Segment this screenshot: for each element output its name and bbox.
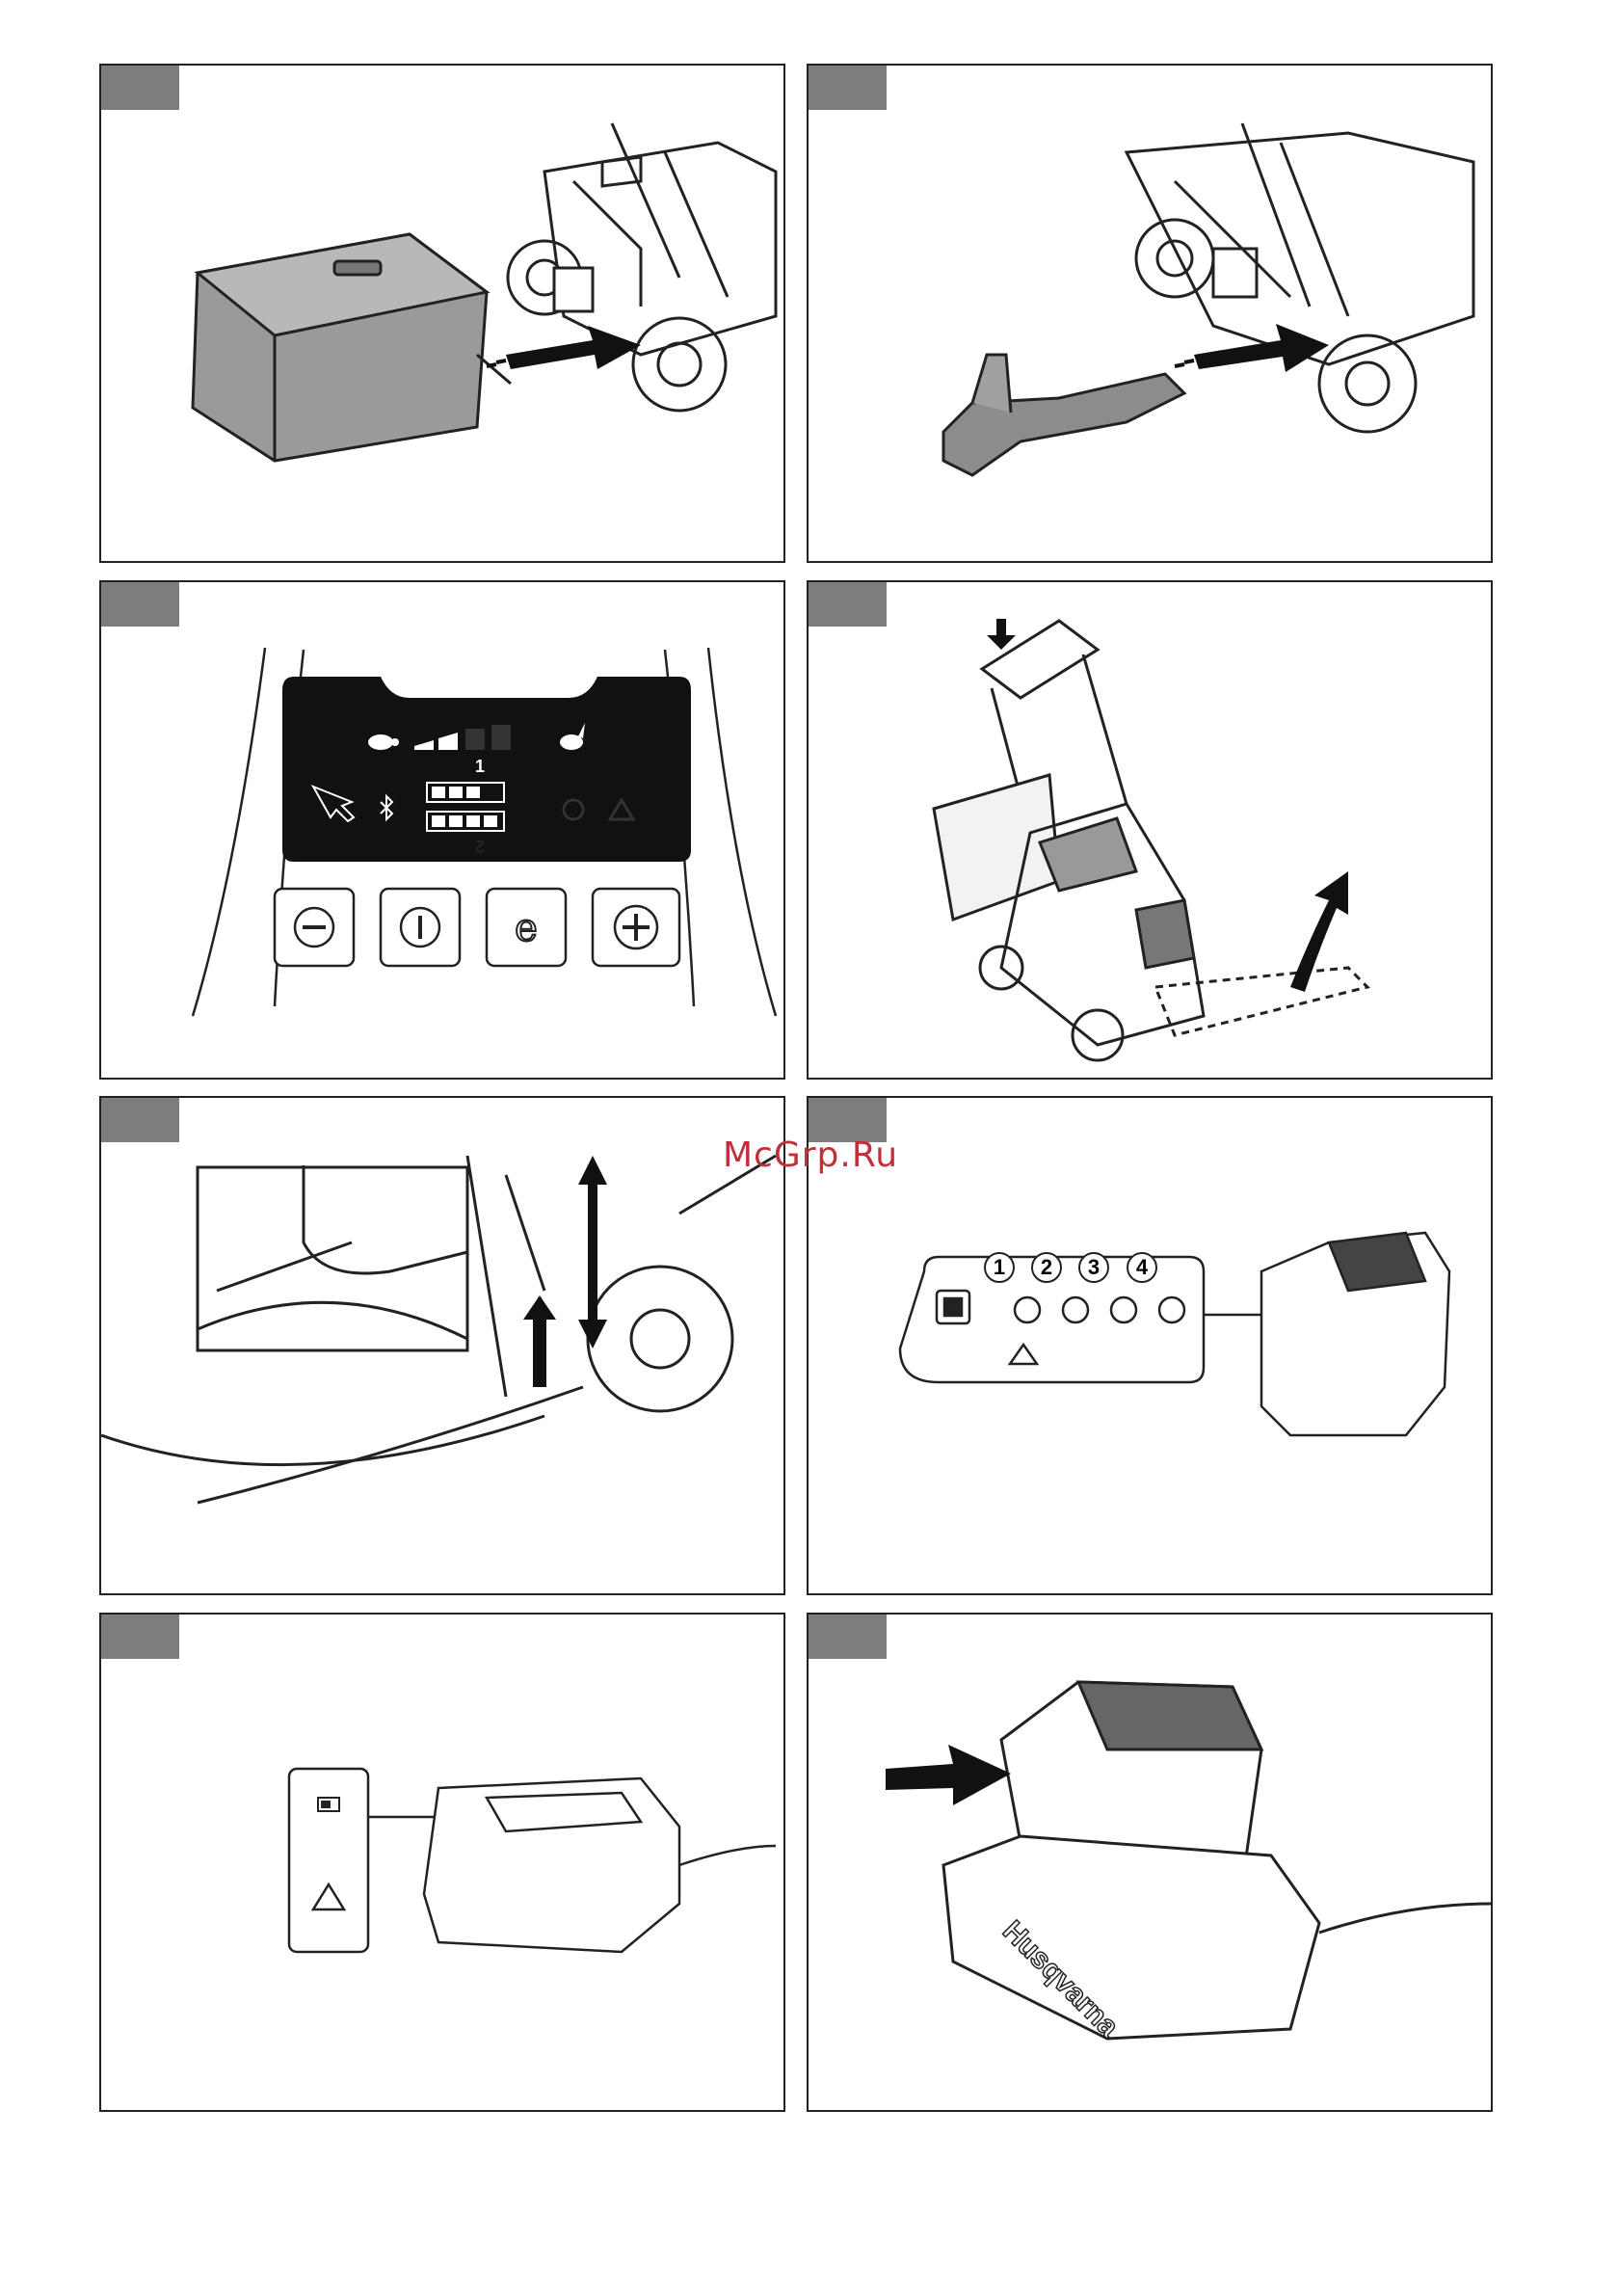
arrow-icon xyxy=(523,1295,556,1387)
watermark: McGrp.Ru xyxy=(723,1135,898,1175)
mulch-plug-illustration xyxy=(809,66,1493,563)
speed-bar-4 xyxy=(491,725,511,750)
panel-mower-handle xyxy=(807,580,1493,1080)
arrow-icon xyxy=(487,326,641,369)
mode-label-1: 1 xyxy=(475,757,485,776)
grass-bag-illustration xyxy=(101,66,785,563)
battery-charger-illustration: Husqvarna xyxy=(809,1615,1493,2112)
cutting-height-illustration xyxy=(101,1098,785,1595)
indicator-label-2: 2 xyxy=(1041,1255,1052,1279)
panel-battery-charging: Husqvarna xyxy=(807,1613,1493,2112)
svg-text:e: e xyxy=(515,906,538,950)
speed-bar-3 xyxy=(465,729,485,750)
panel-battery-indicators: 1 2 3 4 xyxy=(807,1096,1493,1595)
control-panel-illustration: 1 2 e xyxy=(101,582,785,1080)
mode-label-2: 2 xyxy=(475,837,485,856)
display-screen xyxy=(282,677,691,862)
arrow-icon xyxy=(1290,871,1348,992)
panel-grass-bag xyxy=(99,64,785,563)
warning-icon xyxy=(313,1884,344,1909)
battery-illustration: 1 2 3 4 xyxy=(809,1098,1493,1595)
panel-control-display: 1 2 e xyxy=(99,580,785,1080)
panel-charger-indicators xyxy=(99,1613,785,2112)
arrow-icon xyxy=(578,1156,607,1348)
panel-cutting-height xyxy=(99,1096,785,1595)
arrow-icon xyxy=(886,1745,1011,1805)
indicator-label-1: 1 xyxy=(994,1255,1005,1279)
battery-icon xyxy=(318,1798,339,1811)
mower-handle-illustration xyxy=(809,582,1493,1080)
panel-mulch-plug xyxy=(807,64,1493,563)
arrow-icon xyxy=(987,619,1016,650)
indicator-label-4: 4 xyxy=(1136,1255,1149,1279)
charger-illustration xyxy=(101,1615,785,2112)
arrow-icon xyxy=(1175,324,1329,372)
eco-icon: e xyxy=(515,906,538,950)
indicator-label-3: 3 xyxy=(1088,1255,1100,1279)
